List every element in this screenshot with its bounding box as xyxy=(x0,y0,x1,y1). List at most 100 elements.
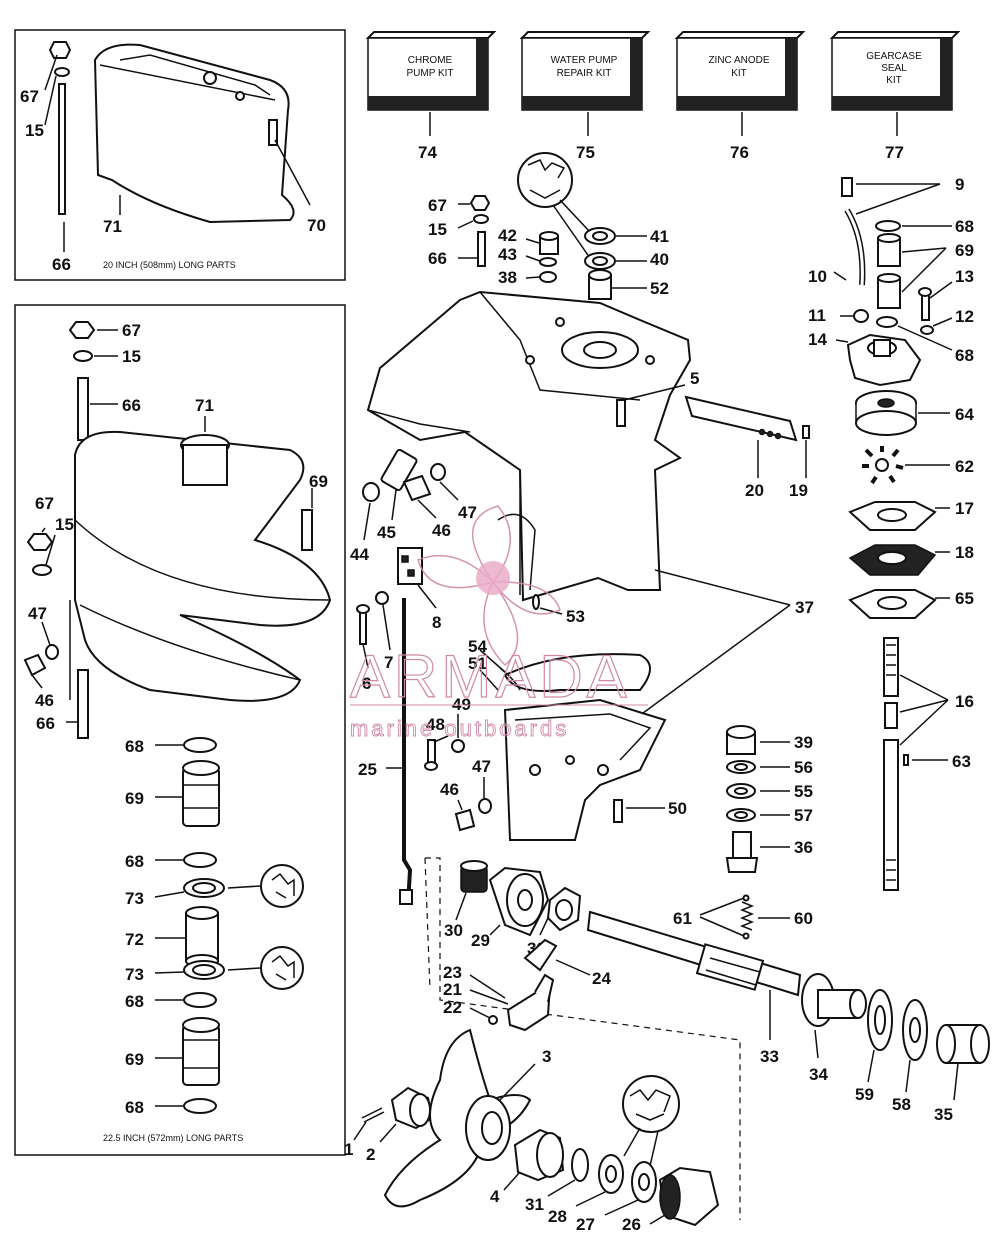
label-3: 3 xyxy=(542,1047,551,1066)
plug-46-center xyxy=(402,474,432,502)
inset-22-inch-frame xyxy=(14,304,346,1156)
cotter-pin-1 xyxy=(361,1107,385,1123)
label-68-c: 68 xyxy=(125,992,144,1011)
label-43: 43 xyxy=(498,245,517,264)
label-47-center: 47 xyxy=(458,503,477,522)
label-44: 44 xyxy=(350,545,369,564)
label-37: 37 xyxy=(795,598,814,617)
seal-detail-circle-top xyxy=(517,152,573,208)
shift-lever-group xyxy=(469,973,555,1032)
kit-gearcase-line2: SEAL xyxy=(881,63,907,74)
label-41: 41 xyxy=(650,227,669,246)
label-47-inset: 47 xyxy=(28,604,47,623)
pinion-assembly xyxy=(455,860,550,937)
label-21: 21 xyxy=(443,980,462,999)
label-25: 25 xyxy=(358,760,377,779)
washer-7 xyxy=(375,591,389,605)
label-50: 50 xyxy=(668,799,687,818)
kit-water-line2: REPAIR KIT xyxy=(557,68,612,79)
o-ring-47-inset xyxy=(45,644,59,660)
label-20: 20 xyxy=(745,481,764,500)
exhaust-housing-71-long xyxy=(74,430,332,702)
label-28: 28 xyxy=(548,1207,567,1226)
label-69-a: 69 xyxy=(125,789,144,808)
label-10: 10 xyxy=(808,267,827,286)
o-ring-68-right-top xyxy=(875,220,901,232)
label-71-inset-top: 71 xyxy=(103,217,122,236)
exhaust-housing-71-short xyxy=(93,43,295,224)
label-31: 31 xyxy=(525,1195,544,1214)
nut-67-inset-side xyxy=(26,533,54,551)
label-2: 2 xyxy=(366,1145,375,1164)
label-15-inset: 15 xyxy=(122,347,141,366)
label-70: 70 xyxy=(307,216,326,235)
watermark-name: ARMADA xyxy=(350,643,631,710)
label-22: 22 xyxy=(443,998,462,1017)
label-9: 9 xyxy=(955,175,964,194)
reverse-gear-34 xyxy=(801,973,867,1059)
label-63: 63 xyxy=(952,752,971,771)
label-77: 77 xyxy=(885,143,904,162)
o-ring-68-c xyxy=(183,992,217,1008)
grommet-44 xyxy=(362,482,380,502)
stud-66-inset-upper xyxy=(77,377,89,441)
washer-49 xyxy=(451,739,465,753)
pump-housing-14 xyxy=(846,333,922,387)
bearing-stack xyxy=(867,989,990,1101)
label-8: 8 xyxy=(432,613,441,632)
label-75: 75 xyxy=(576,143,595,162)
label-18: 18 xyxy=(955,543,974,562)
screw-19 xyxy=(802,425,810,439)
driveshaft-16-middle xyxy=(884,702,898,729)
gearcase-lower xyxy=(503,698,667,841)
label-33: 33 xyxy=(760,1047,779,1066)
o-ring-68-b xyxy=(183,852,217,868)
pin-53 xyxy=(532,594,540,610)
inset-22-inch-caption: 22.5 INCH (572mm) LONG PARTS xyxy=(103,1133,243,1143)
label-67-inset-side: 67 xyxy=(35,494,54,513)
label-68-right: 68 xyxy=(955,346,974,365)
label-59: 59 xyxy=(855,1085,874,1104)
driveshaft-bearing-column xyxy=(725,725,790,873)
label-15-inset-top: 15 xyxy=(25,121,44,140)
label-73-b: 73 xyxy=(125,965,144,984)
shift-cam-24 xyxy=(523,938,558,972)
inset-22-inch-column xyxy=(31,329,313,1114)
washer-15-center xyxy=(473,214,489,224)
screw-69-inset-top xyxy=(301,509,313,551)
label-60: 60 xyxy=(794,909,813,928)
label-35: 35 xyxy=(934,1105,953,1124)
nut-67-inset xyxy=(68,321,96,339)
propeller-assembly xyxy=(353,1028,720,1227)
o-ring-47-center xyxy=(430,463,446,481)
impeller-62 xyxy=(862,446,904,485)
washer-15-top xyxy=(54,67,70,77)
pin-45 xyxy=(380,449,418,491)
label-65: 65 xyxy=(955,589,974,608)
label-68-b: 68 xyxy=(125,852,144,871)
driveshaft-housing-37 xyxy=(366,290,692,602)
propeller-logo xyxy=(417,505,561,667)
kit-box-water-pump xyxy=(519,31,651,136)
tube-69-b xyxy=(182,1024,220,1086)
label-68-d: 68 xyxy=(125,1098,144,1117)
washer-43 xyxy=(539,257,557,267)
label-7: 7 xyxy=(384,653,393,672)
label-73-a: 73 xyxy=(125,889,144,908)
kit-chrome-line2: PUMP KIT xyxy=(406,68,453,79)
center-small-parts-middle xyxy=(356,547,437,669)
driveshaft-16-lower xyxy=(883,739,899,891)
label-45: 45 xyxy=(377,523,396,542)
grommet-11 xyxy=(853,309,869,323)
o-ring-47-lower xyxy=(478,798,492,814)
label-27: 27 xyxy=(576,1215,595,1234)
label-29: 29 xyxy=(471,931,490,950)
label-51: 51 xyxy=(468,654,487,673)
label-39: 39 xyxy=(794,733,813,752)
o-ring-68-right xyxy=(876,316,898,328)
label-38: 38 xyxy=(498,268,517,287)
label-68-right-top: 68 xyxy=(955,217,974,236)
label-53: 53 xyxy=(566,607,585,626)
propeller-shaft-33 xyxy=(586,910,802,1040)
